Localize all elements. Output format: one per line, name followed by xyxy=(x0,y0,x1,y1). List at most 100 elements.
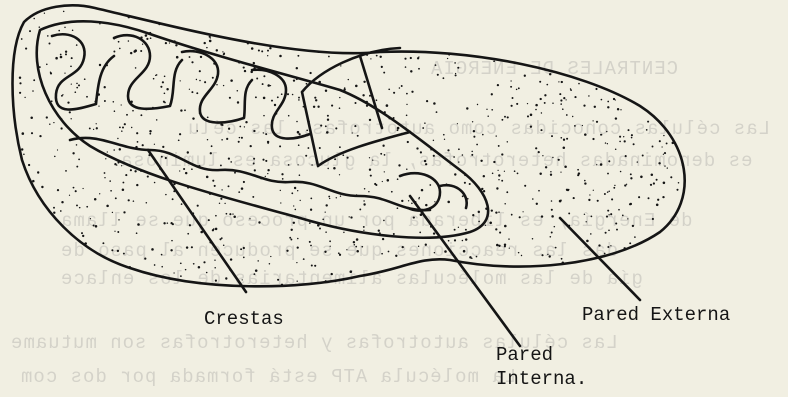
stipple-dot xyxy=(607,143,608,144)
stipple-dot xyxy=(306,83,308,85)
stipple-dot xyxy=(270,256,271,257)
stipple-dot xyxy=(656,204,659,207)
stipple-dot xyxy=(455,74,457,76)
stipple-dot xyxy=(294,209,296,211)
stipple-dot xyxy=(608,229,610,231)
stipple-dot xyxy=(147,176,149,178)
stipple-dot xyxy=(615,117,617,119)
stipple-dot xyxy=(620,171,622,173)
stipple-dot xyxy=(289,237,291,239)
stipple-dot xyxy=(293,205,294,206)
stipple-dot xyxy=(607,173,609,175)
stipple-dot xyxy=(32,90,34,92)
stipple-dot xyxy=(418,68,420,70)
stipple-dot xyxy=(324,251,326,253)
stipple-dot xyxy=(662,196,664,198)
stipple-dot xyxy=(191,168,193,170)
stipple-dot xyxy=(540,98,542,100)
stipple-dot xyxy=(356,250,359,253)
stipple-dot xyxy=(113,38,115,40)
stipple-dot xyxy=(119,126,121,128)
stipple-dot xyxy=(104,100,106,102)
stipple-dot xyxy=(436,111,438,113)
stipple-dot xyxy=(39,66,41,68)
stipple-dot xyxy=(253,163,255,165)
stipple-dot xyxy=(548,255,550,257)
stipple-dot xyxy=(417,57,419,59)
stipple-dot xyxy=(629,242,631,244)
stipple-dot xyxy=(498,145,500,147)
stipple-dot xyxy=(183,168,185,170)
stipple-dot xyxy=(627,218,628,219)
stipple-dot xyxy=(590,233,592,235)
stipple-dot xyxy=(180,80,181,81)
stipple-dot xyxy=(189,56,191,58)
stipple-dot xyxy=(230,258,232,260)
stipple-dot xyxy=(508,238,509,239)
stipple-dot xyxy=(196,48,197,49)
stipple-dot xyxy=(410,70,412,72)
stipple-dot xyxy=(325,211,326,212)
stipple-dot xyxy=(128,199,130,201)
stipple-dot xyxy=(297,131,300,134)
stipple-dot xyxy=(98,105,99,106)
stipple-dot xyxy=(113,51,115,53)
stipple-dot xyxy=(170,222,172,224)
stipple-dot xyxy=(496,187,498,189)
stipple-dot xyxy=(113,101,115,103)
stipple-dot xyxy=(104,86,106,88)
stipple-dot xyxy=(65,53,67,55)
stipple-dot xyxy=(171,240,173,242)
stipple-dot xyxy=(536,203,538,205)
stipple-dot xyxy=(600,134,602,136)
stipple-dot xyxy=(228,128,230,130)
stipple-dot xyxy=(253,273,255,275)
stipple-dot xyxy=(214,185,216,187)
stipple-dot xyxy=(63,11,65,13)
stipple-dot xyxy=(447,201,450,204)
stipple-dot xyxy=(220,164,222,166)
stipple-dot xyxy=(152,107,154,109)
stipple-dot xyxy=(497,84,499,86)
stipple-dot xyxy=(650,184,652,186)
stipple-dot xyxy=(134,49,137,52)
stipple-dot xyxy=(222,51,223,52)
stipple-dot xyxy=(95,225,98,228)
stipple-dot xyxy=(247,42,249,44)
stipple-dot xyxy=(381,66,383,68)
stipple-dot xyxy=(135,146,137,148)
stipple-dot xyxy=(255,269,258,272)
stipple-dot xyxy=(626,184,627,185)
stipple-dot xyxy=(136,184,138,186)
stipple-dot xyxy=(126,114,128,116)
stipple-dot xyxy=(189,224,191,226)
stipple-dot xyxy=(670,176,672,178)
stipple-dot xyxy=(339,174,340,175)
stipple-dot xyxy=(389,118,390,119)
stipple-dot xyxy=(192,212,194,214)
stipple-dot xyxy=(315,99,317,101)
stipple-dot xyxy=(464,174,466,176)
stipple-dot xyxy=(209,241,212,244)
stipple-dot xyxy=(595,88,597,90)
stipple-dot xyxy=(234,172,236,174)
stipple-dot xyxy=(297,238,299,240)
stipple-dot xyxy=(418,246,419,247)
stipple-dot xyxy=(238,141,240,143)
stipple-dot xyxy=(46,116,48,118)
stipple-dot xyxy=(166,88,168,90)
stipple-dot xyxy=(462,195,464,197)
stipple-dot xyxy=(67,101,69,103)
stipple-dot xyxy=(433,232,435,234)
stipple-dot xyxy=(57,189,59,191)
stipple-dot xyxy=(75,190,77,192)
stipple-dot xyxy=(582,125,583,126)
stipple-dot xyxy=(352,132,353,133)
stipple-dot xyxy=(535,147,537,149)
stipple-dot xyxy=(102,242,104,244)
stipple-dot xyxy=(425,244,427,246)
stipple-dot xyxy=(297,55,299,57)
stipple-dot xyxy=(121,130,123,132)
stipple-dot xyxy=(355,85,358,88)
stipple-dot xyxy=(291,192,293,194)
